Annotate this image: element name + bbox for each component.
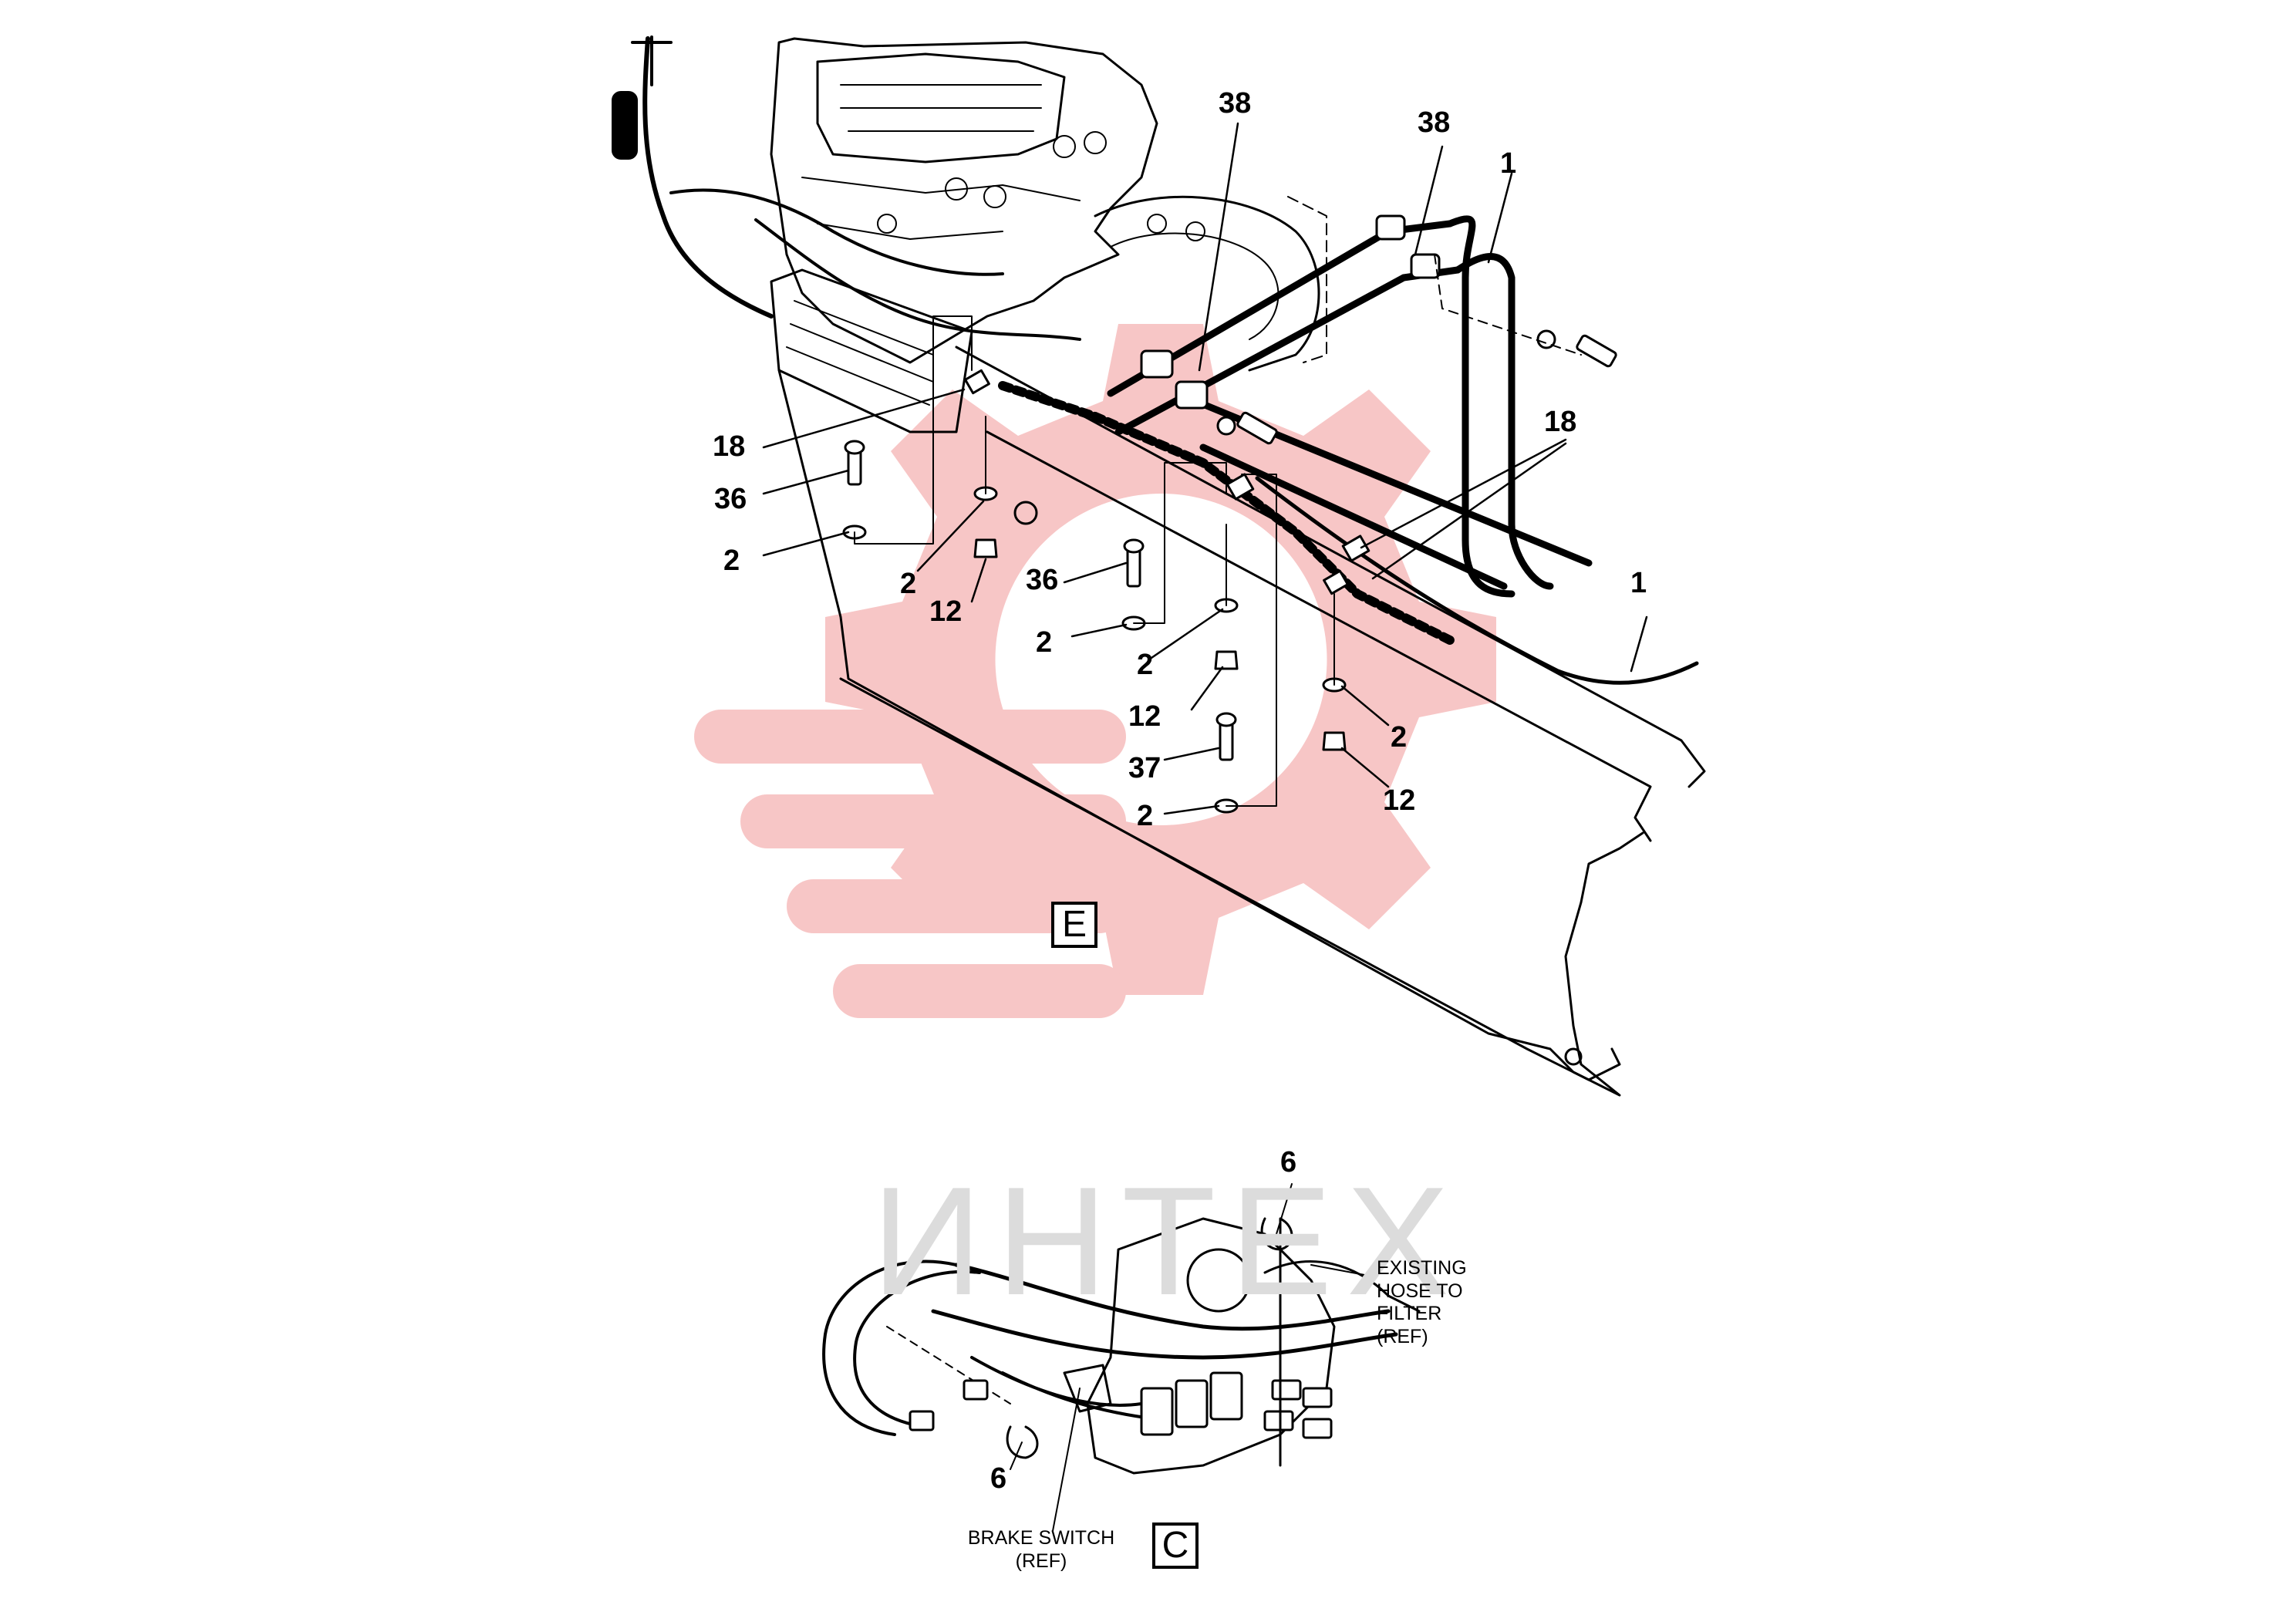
callout-18-right: 18 (1544, 406, 1577, 438)
callout-36-left: 36 (714, 483, 747, 515)
frame-rail-bottom (839, 677, 1621, 1081)
callout-2-center: 2 (1137, 649, 1154, 681)
hose-loop-left-2 (853, 1270, 981, 1428)
engine-detail-2 (801, 177, 1081, 240)
hydraulic-loop-1 (1446, 215, 1515, 598)
note-brake-switch-line2: (REF) (1015, 1549, 1067, 1572)
flywheel-inner (1110, 232, 1279, 340)
engine-block (770, 37, 1158, 364)
left-cable-connector (612, 91, 638, 160)
cable-1-long (1255, 476, 1699, 685)
hose-dashed (886, 1326, 1011, 1404)
view-c-leaders (1010, 1183, 1374, 1532)
hydraulic-loop-2 (1454, 253, 1554, 590)
callout-12-right: 12 (1383, 784, 1416, 817)
frame-rail-top (955, 346, 1706, 788)
hydraulic-tube-4 (1199, 443, 1508, 590)
note-existing-hose-line1: EXISTING (1377, 1257, 1467, 1279)
speed-line-1 (694, 710, 1126, 764)
left-cable (642, 36, 774, 319)
callout-2-middle: 2 (1036, 626, 1053, 659)
callout-38-left: 38 (1219, 87, 1252, 120)
left-cable-top (631, 35, 673, 86)
upper-cable (669, 188, 1004, 276)
callout-1-top: 1 (1500, 147, 1517, 180)
hose-main-2 (931, 1309, 1398, 1360)
note-existing-hose-line2: HOSE TO (1377, 1280, 1463, 1302)
view-c-drawing (822, 1183, 1421, 1532)
engine-detail-1 (840, 84, 1042, 132)
hose-lower (970, 1356, 1158, 1421)
callout-2-right: 2 (1391, 721, 1408, 754)
callout-2-left: 2 (723, 545, 740, 577)
hose-loop-left (822, 1259, 958, 1436)
note-brake-switch-line1: BRAKE SWITCH (967, 1527, 1115, 1549)
speed-line-2 (740, 794, 1126, 848)
engine-head (816, 52, 1066, 164)
callout-6-bottom: 6 (990, 1462, 1007, 1495)
view-label-c: C (1152, 1523, 1199, 1569)
callout-2-bottom: 2 (1137, 800, 1154, 832)
hose-main (954, 1263, 1391, 1331)
callout-2-center-left: 2 (900, 568, 917, 600)
braided-hose (998, 381, 1455, 645)
callout-18-left: 18 (713, 430, 746, 463)
view-e-leaders (762, 122, 1648, 815)
frame-hole (1013, 501, 1038, 525)
tube-clamps (1140, 214, 1441, 410)
callout-6-top: 6 (1280, 1146, 1297, 1179)
speed-line-3 (787, 879, 1126, 933)
speed-line-4 (833, 964, 1126, 1018)
assembly-lines (854, 254, 1582, 807)
note-brake-switch: BRAKE SWITCH (REF) (964, 1527, 1118, 1573)
frame-hole-2 (1564, 1047, 1583, 1066)
callout-38-right: 38 (1418, 106, 1451, 139)
frame-rail-edge (986, 430, 1652, 842)
note-existing-hose: EXISTING HOSE TO FILTER (REF) (1377, 1257, 1467, 1348)
zip-tie-top (1260, 1217, 1293, 1467)
plate-hole (1186, 1248, 1251, 1313)
brake-switch-body (1063, 1364, 1112, 1413)
note-existing-hose-line4: (REF) (1377, 1325, 1428, 1347)
p-clamps (964, 369, 1371, 595)
view-label-e: E (1051, 902, 1097, 948)
watermark-text: ИНТЕХ (872, 1155, 1464, 1327)
zip-tie-bottom (1006, 1425, 1039, 1459)
callout-36-middle: 36 (1026, 564, 1059, 596)
callout-1-right: 1 (1630, 567, 1647, 599)
hose-to-filter (1263, 1260, 1421, 1313)
callout-12-left: 12 (929, 595, 963, 628)
engine-bolts (877, 131, 1205, 241)
muffler-detail (786, 300, 934, 406)
clamp-bolts (1216, 329, 1617, 445)
upper-cable-2 (754, 218, 1081, 341)
callout-12-center: 12 (1128, 700, 1161, 733)
view-e-drawing (612, 35, 1706, 1097)
rear-bracket (1287, 196, 1327, 363)
callout-37: 37 (1128, 752, 1161, 784)
note-existing-hose-line3: FILTER (1377, 1303, 1442, 1324)
